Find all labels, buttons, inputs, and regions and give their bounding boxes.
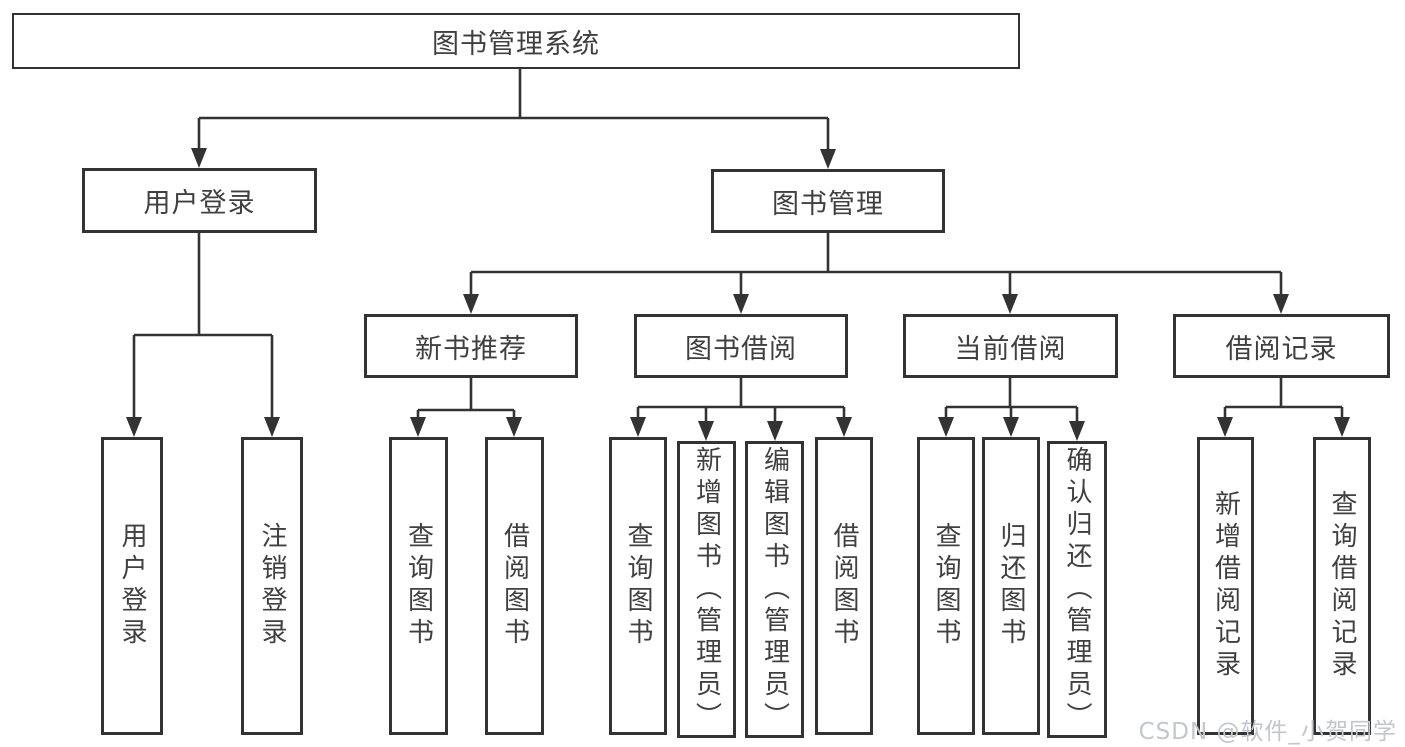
- node-new-books: 新书推荐: [364, 314, 578, 378]
- node-borrow-records-label: 借阅记录: [1225, 333, 1338, 365]
- node-leaf-cb-confirm: 确认归还（管理员）: [1047, 441, 1107, 738]
- node-leaf-logout: 注销登录: [241, 437, 303, 735]
- node-borrow-records: 借阅记录: [1173, 314, 1390, 378]
- node-new-books-label: 新书推荐: [415, 333, 527, 365]
- node-leaf-cb-query-label: 查询图书: [931, 522, 961, 650]
- node-leaf-user-login: 用户登录: [101, 437, 163, 735]
- node-leaf-bb-borrow: 借阅图书: [815, 437, 873, 735]
- node-user-login: 用户登录: [82, 168, 317, 233]
- node-leaf-nb-borrow: 借阅图书: [485, 437, 544, 735]
- node-leaf-nb-query-label: 查询图书: [403, 522, 434, 650]
- node-leaf-bb-add: 新增图书（管理员）: [677, 441, 736, 738]
- node-book-mgmt: 图书管理: [711, 169, 945, 233]
- node-leaf-bb-query: 查询图书: [609, 437, 667, 735]
- node-leaf-cb-query: 查询图书: [917, 437, 975, 735]
- node-book-mgmt-label: 图书管理: [772, 188, 884, 220]
- node-leaf-bb-borrow-label: 借阅图书: [829, 522, 859, 650]
- node-root: 图书管理系统: [12, 13, 1020, 69]
- node-leaf-br-add: 新增借阅记录: [1197, 437, 1254, 735]
- node-leaf-bb-query-label: 查询图书: [623, 522, 653, 650]
- node-leaf-logout-label: 注销登录: [257, 522, 287, 650]
- node-book-borrow-label: 图书借阅: [685, 333, 797, 365]
- csdn-watermark: CSDN @软件_小贺同学: [1138, 719, 1397, 745]
- node-root-label: 图书管理系统: [432, 28, 600, 60]
- node-leaf-cb-confirm-label: 确认归还（管理员）: [1062, 445, 1092, 734]
- node-leaf-bb-add-label: 新增图书（管理员）: [691, 445, 722, 734]
- node-leaf-br-query: 查询借阅记录: [1313, 437, 1371, 735]
- node-user-login-label: 用户登录: [143, 188, 256, 219]
- node-book-borrow: 图书借阅: [634, 314, 848, 378]
- node-leaf-bb-edit: 编辑图书（管理员）: [745, 441, 804, 738]
- node-leaf-br-query-label: 查询借阅记录: [1327, 490, 1357, 682]
- node-leaf-bb-edit-label: 编辑图书（管理员）: [759, 445, 790, 734]
- node-leaf-cb-return-label: 归还图书: [996, 522, 1026, 650]
- node-leaf-user-login-label: 用户登录: [117, 522, 147, 650]
- node-current-borrow-label: 当前借阅: [954, 333, 1067, 365]
- node-leaf-nb-borrow-label: 借阅图书: [499, 522, 530, 650]
- node-current-borrow: 当前借阅: [903, 314, 1118, 378]
- node-leaf-nb-query: 查询图书: [389, 437, 448, 735]
- node-leaf-cb-return: 归还图书: [982, 437, 1040, 735]
- node-leaf-br-add-label: 新增借阅记录: [1210, 490, 1241, 682]
